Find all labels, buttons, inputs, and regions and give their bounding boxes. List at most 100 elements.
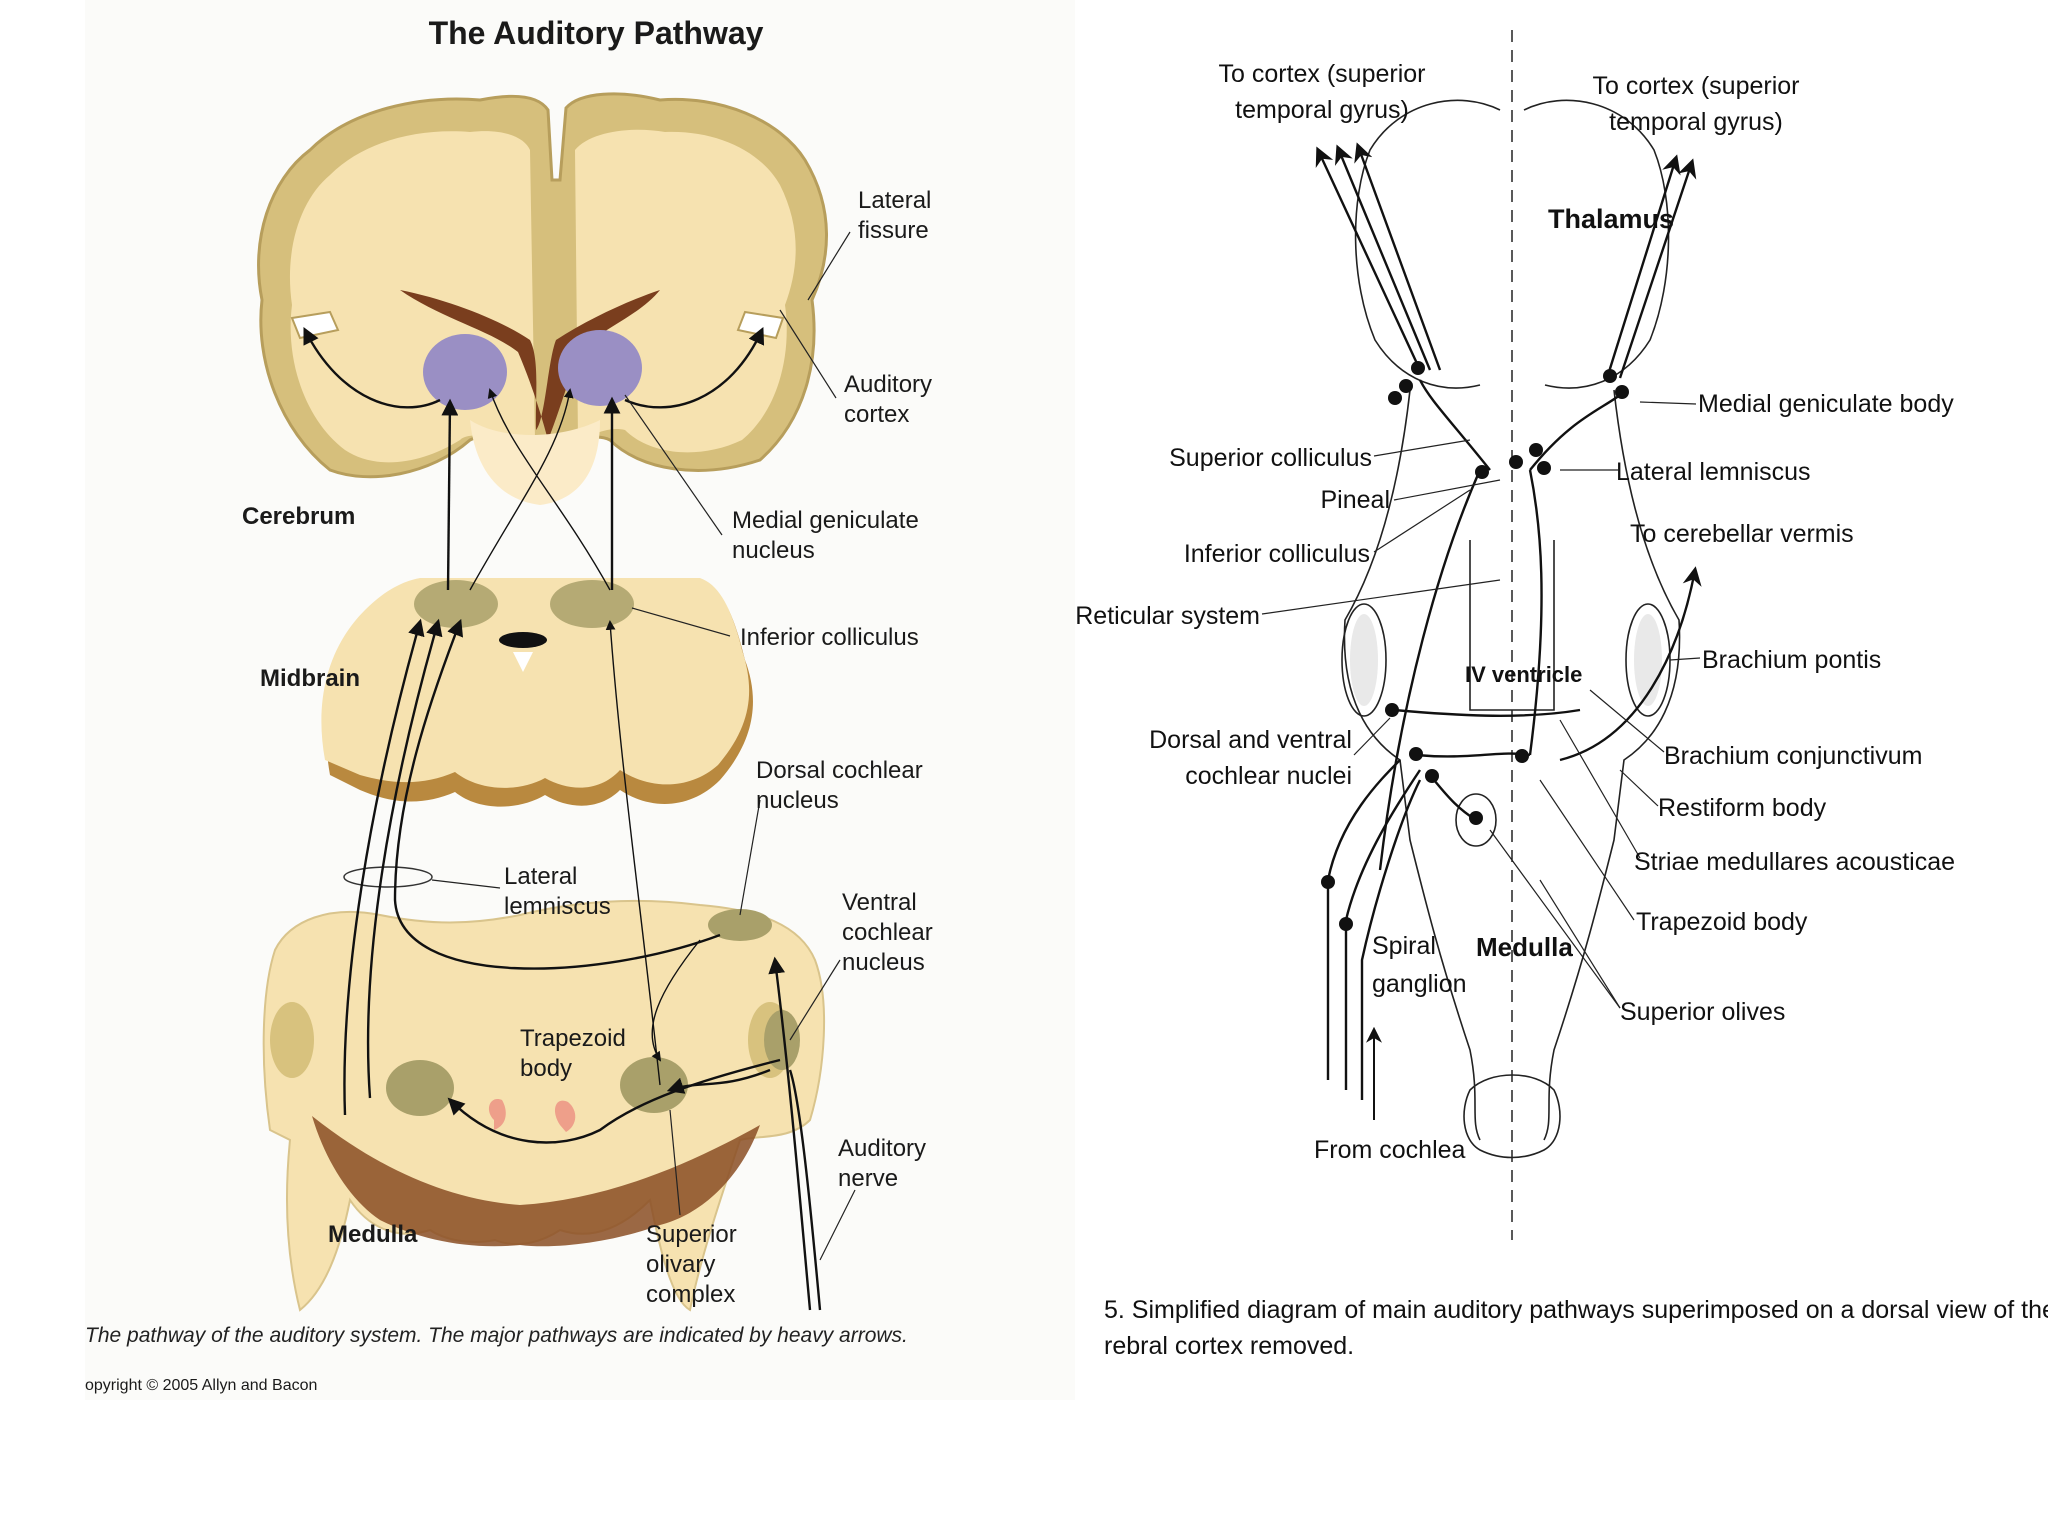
arrow-so-to-ic [605,620,661,1086]
label-auditory-nerve-2: nerve [838,1165,898,1192]
dot-mgb-right-2 [1615,385,1629,399]
fiber-from-cochlea-2 [1344,769,1421,1090]
arrow-dcn-to-ic [393,618,721,970]
fiber-to-cortex-left-1 [1315,146,1422,371]
label-medial-geniculate-body: Medial geniculate body [1698,390,1954,418]
right-pathways [1315,142,1702,1100]
leader-inferior-colliculus-r [1373,489,1471,553]
inferior-colliculus-left [414,580,498,628]
label-brachium-pontis: Brachium pontis [1702,646,1881,674]
label-dcn-1: Dorsal cochlear [756,757,923,784]
midbrain-notch [513,652,533,672]
label-soc-3: complex [646,1281,735,1308]
arrow-nerve-2 [788,1069,822,1311]
label-iv-ventricle: IV ventricle [1465,662,1582,687]
fiber-ascending-left [1378,469,1482,871]
fiber-striae-1 [1393,708,1581,717]
fiber-to-cortex-left-3 [1354,142,1442,371]
dorsal-cochlear-nucleus-shape [708,909,772,941]
label-trapezoid-2: body [520,1055,572,1082]
leader-striae [1559,719,1641,859]
left-figure: The Auditory Pathway [85,0,1075,1400]
label-inferior-colliculus: Inferior colliculus [740,624,919,651]
left-leader-lines [431,231,856,1261]
label-cochlear-nuclei-2: cochlear nuclei [1185,762,1352,790]
leader-auditory-cortex [779,309,837,399]
dot-ic-right-1 [1529,443,1543,457]
label-medulla: Medulla [328,1221,418,1248]
label-lateral-fissure-1: Lateral [858,187,931,214]
label-spiral-ganglion-2: ganglion [1372,970,1467,998]
cerebral-aqueduct [499,632,547,648]
label-restiform-body: Restiform body [1658,794,1827,822]
label-to-cerebellar-vermis: To cerebellar vermis [1630,520,1854,548]
label-striae-medullares: Striae medullares acousticae [1634,848,1955,876]
thalamus-lower [470,420,600,505]
arrow-ll-1 [343,618,425,1116]
lateral-lemniscus-ring [343,866,433,888]
cervical-section [1463,1074,1561,1159]
superior-olive-node-left [1455,793,1497,847]
leader-mgb [1639,401,1697,405]
medulla-section [262,899,826,1312]
label-auditory-nerve-1: Auditory [838,1135,926,1162]
right-panel-background [1075,0,2048,1420]
leader-vcn [789,959,841,1041]
dot-mgb-left-2 [1399,379,1413,393]
leader-lateral-fissure [807,231,851,301]
fiber-lateral-lemniscus-right [1529,394,1621,471]
dot-ic-right-2 [1537,461,1551,475]
label-trapezoid-body-right: Trapezoid body [1636,908,1808,936]
arrow-vcn-to-so-right [666,1068,771,1094]
dot-olive-left [1469,811,1483,825]
left-copyright: opyright © 2005 Allyn and Bacon [85,1377,317,1394]
arrow-mgn-to-cortex-left [303,326,441,409]
label-to-cortex-left-1: To cortex (superior [1218,60,1425,88]
inferior-colliculus-right [550,580,634,628]
superior-olive-left [386,1060,454,1116]
medulla-gray-left [270,1002,314,1078]
label-superior-colliculus: Superior colliculus [1169,444,1372,472]
right-caption-line-1: 5. Simplified diagram of main auditory p… [1104,1296,2048,1324]
right-caption-line-2: rebral cortex removed. [1104,1332,1354,1360]
brainstem-right-contour [1543,389,1681,1141]
dot-trapezoid-right [1515,749,1529,763]
label-auditory-cortex-2: cortex [844,401,909,428]
dot-mgb-right-1 [1603,369,1617,383]
medulla-base-band [312,1116,760,1247]
leader-inferior-colliculus [631,607,731,637]
arrow-nerve-to-vcn [768,956,812,1311]
medial-geniculate-right [558,330,642,406]
dot-dcn [1385,703,1399,717]
leader-restiform [1619,769,1659,807]
lateral-ventricle [400,290,660,440]
label-superior-olives: Superior olives [1620,998,1785,1026]
thalamus-left-outline [1354,99,1501,389]
ventral-cochlear-nucleus-shape [764,1010,800,1070]
arrow-ic-to-mgn-left-1 [441,398,459,591]
leader-dcn [739,799,761,916]
arrow-ic-to-mgn-cross-1 [469,388,574,591]
leader-brachium-conjunctivum [1589,689,1665,753]
midbrain-section [321,578,753,807]
arrow-ll-2 [366,618,443,1099]
label-reticular-system: Reticular system [1075,602,1260,630]
dot-mgb-left-1 [1411,361,1425,375]
cerebrum-section [257,92,828,505]
arrow-vcn-to-so-left [447,1058,781,1144]
leader-reticular [1261,579,1501,615]
fiber-to-cerebellar-vermis [1559,566,1702,762]
leader-cochlear-nuclei [1353,717,1391,756]
brachium-pontis-left [1341,603,1387,717]
label-lateral-fissure-2: fissure [858,217,929,244]
label-mgn-2: nucleus [732,537,815,564]
label-cochlear-nuclei-1: Dorsal and ventral [1149,726,1352,754]
dot-vcn-2 [1425,769,1439,783]
label-lateral-lemniscus-2: lemniscus [504,893,611,920]
trapezoid-body-right [554,1100,576,1132]
dot-vcn-1 [1409,747,1423,761]
right-leader-lines [1261,401,1701,1009]
label-auditory-cortex-1: Auditory [844,371,932,398]
label-brachium-conjunctivum: Brachium conjunctivum [1664,742,1922,770]
